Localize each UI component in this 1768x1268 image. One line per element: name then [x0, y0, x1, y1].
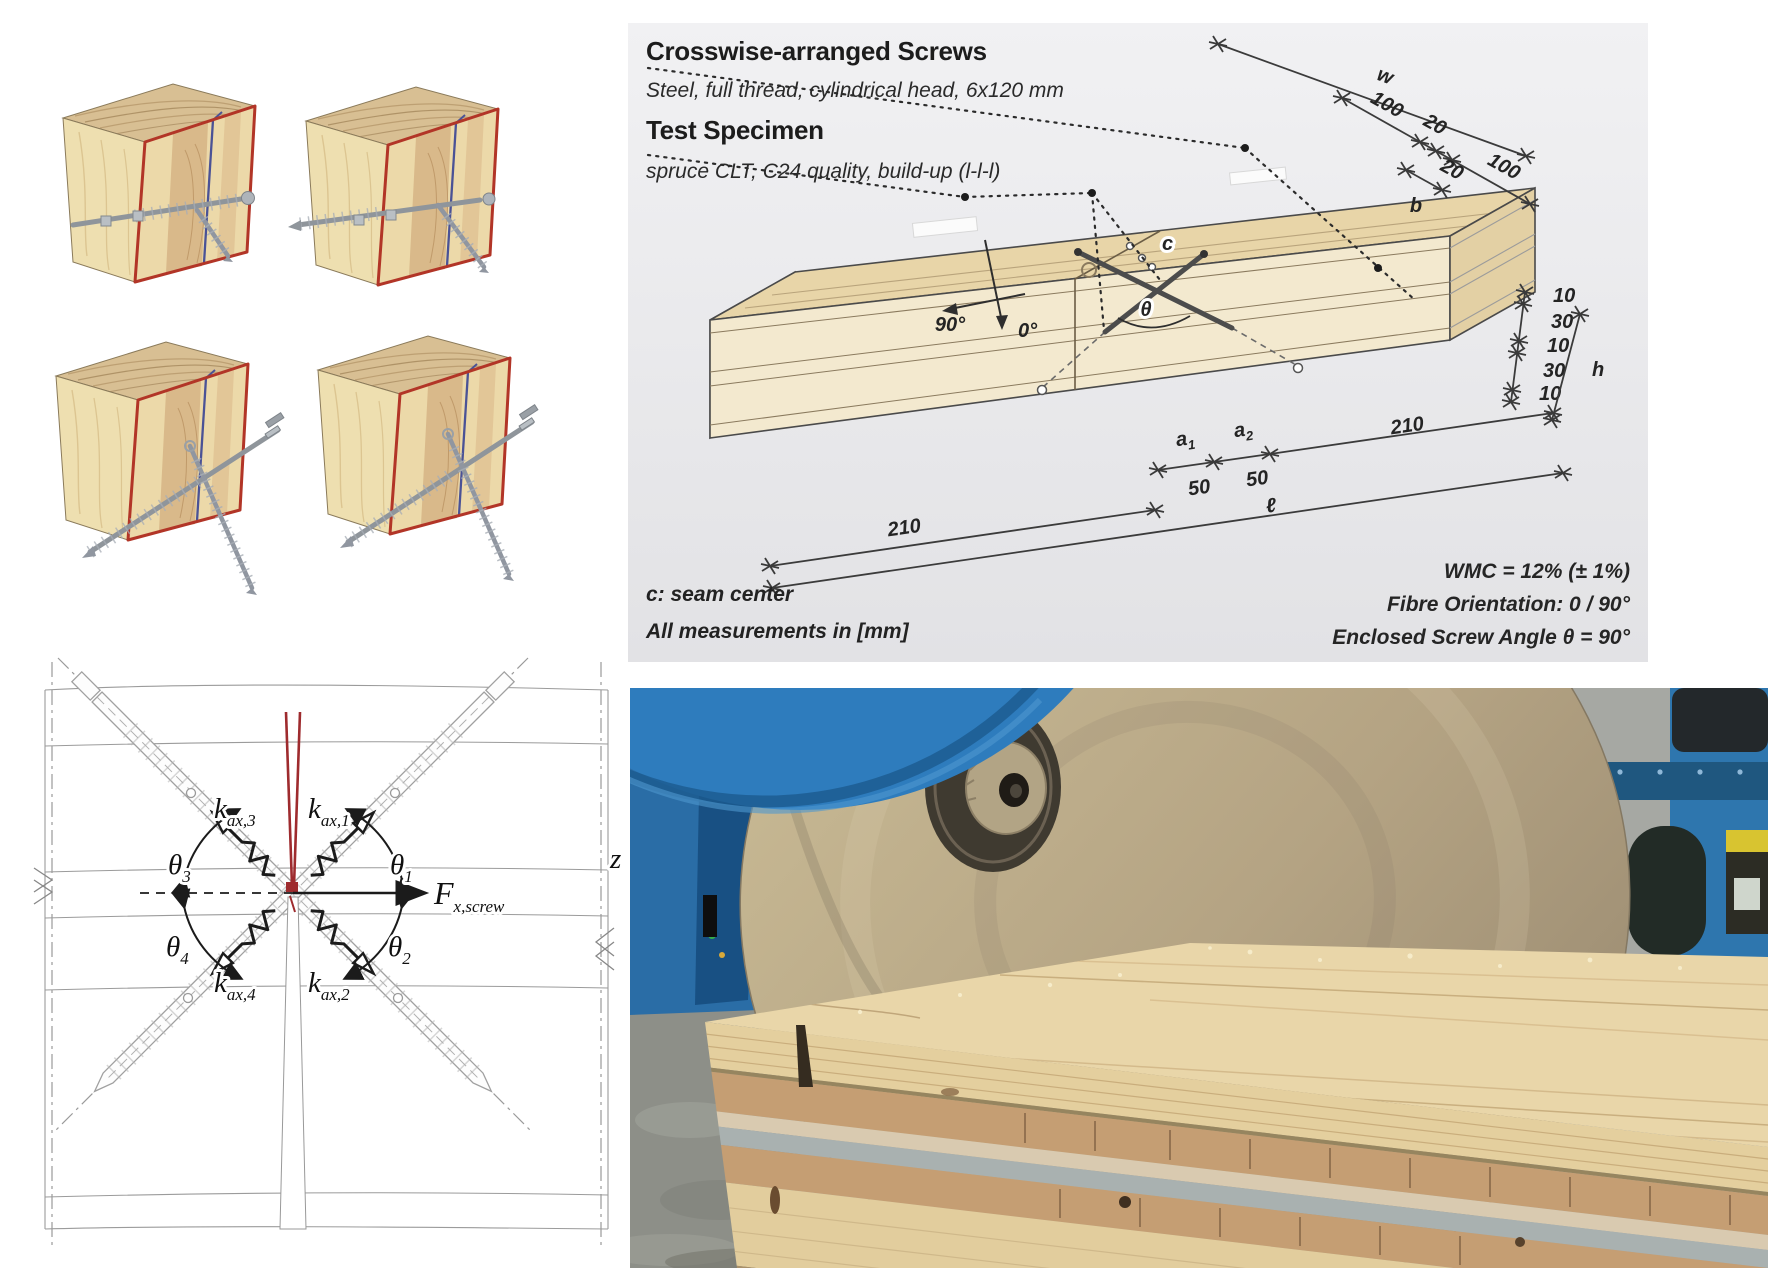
screw-crossed-short-icon: [184, 440, 258, 595]
dim-a1: a1: [1175, 427, 1197, 454]
length-dimensions: a1 a2 50 50 210 210 ℓ: [760, 404, 1573, 597]
label-theta3: θ3: [168, 849, 191, 886]
prop-fibre: Fibre Orientation: 0 / 90°: [1387, 593, 1631, 616]
c-label: c: [1162, 233, 1173, 255]
note-units: All measurements in [mm]: [645, 620, 910, 643]
screw-horizontal-icon: [70, 191, 255, 228]
deg0-label: 0°: [1018, 320, 1038, 342]
label-force: Fx,screw: [433, 875, 505, 916]
panel-test-setup-diagram: θ c 90° 0° Crosswise-arranged Screws Ste…: [628, 23, 1648, 662]
dim-30b: 30: [1543, 360, 1565, 382]
screw-crossed-short-icon: [442, 428, 515, 581]
dim-length: ℓ: [1265, 494, 1279, 517]
panel-specimen-renderings: [54, 82, 539, 595]
note-seam-center: c: seam center: [646, 583, 795, 606]
prop-wmc: WMC = 12% (± 1%): [1444, 560, 1630, 583]
prop-screw-angle: Enclosed Screw Angle θ = 90°: [1332, 626, 1630, 649]
deg90-label: 90°: [935, 314, 966, 336]
leader-lines: [646, 66, 1417, 332]
dim-10a: 10: [1553, 285, 1575, 307]
fibre-orientation-arrows: 90° 0°: [935, 239, 1038, 342]
clt-block-top-left: [61, 82, 257, 284]
specimen-subtitle: spruce CLT, C24 quality, build-up (l-l-l…: [646, 160, 1000, 183]
machine-opening: [1628, 826, 1706, 956]
label-theta1: θ1: [390, 849, 413, 886]
theta-label: θ: [1140, 299, 1151, 321]
clt-layers: [705, 1022, 1768, 1268]
label-k-ax3: kax,3: [214, 793, 256, 830]
dim-30a: 30: [1551, 311, 1573, 333]
dim-10c: 10: [1539, 383, 1561, 405]
specimen-slab: [709, 166, 1536, 440]
dim-a2: a2: [1233, 418, 1255, 445]
dim-10b: 10: [1547, 335, 1569, 357]
layer-dimensions: 10 30 10 30 10 h: [1501, 283, 1604, 429]
crack-marker: [284, 711, 302, 913]
label-z-axis: z: [609, 843, 621, 875]
specimen-title: Test Specimen: [646, 115, 824, 145]
dim-50-right: 50: [1245, 467, 1270, 492]
dim-h: h: [1592, 359, 1604, 381]
clt-slab: [665, 943, 1768, 1268]
clt-block-bottom-right: [316, 334, 539, 581]
dim-210-right: 210: [1388, 413, 1425, 440]
label-sticker: [911, 216, 979, 238]
clt-block-top-right: [288, 85, 500, 287]
break-mark-left: [33, 867, 54, 905]
dim-210-left: 210: [885, 515, 922, 542]
label-k-ax4: kax,4: [214, 967, 256, 1004]
label-theta4: θ4: [166, 931, 189, 968]
angle-arcs: [170, 808, 416, 980]
dim-50-left: 50: [1187, 476, 1212, 501]
screw-horizontal-icon: [288, 192, 496, 231]
screws-title: Crosswise-arranged Screws: [646, 36, 987, 66]
panel-saw-photo: [630, 688, 1768, 1268]
clt-block-bottom-left: [54, 340, 285, 595]
break-mark-right: [594, 927, 615, 971]
seam-gap: [279, 896, 307, 1230]
screws-subtitle: Steel, full thread, cylindrical head, 6x…: [646, 79, 1064, 102]
label-theta2: θ2: [388, 931, 411, 968]
screw-diagonal-icon: [435, 202, 489, 273]
sensor-device: [1726, 830, 1768, 934]
label-k-ax1: kax,1: [308, 793, 350, 830]
saw-kerf: [796, 1025, 813, 1087]
dim-b: b: [1410, 195, 1422, 217]
sawdust: [857, 946, 1682, 1015]
label-k-ax2: kax,2: [308, 967, 350, 1004]
screw-diagonal-icon: [194, 207, 233, 262]
panel-spring-model: kax,3 kax,1 kax,4 kax,2 θ3 θ1 θ4 θ2 Fx,s…: [33, 657, 624, 1250]
label-sticker: [1228, 166, 1288, 186]
blade-guard: [630, 688, 1074, 814]
lamella-lines: [33, 662, 615, 1250]
screw-crossed-long-icon: [340, 404, 539, 548]
screw-crossed-long-icon: [82, 412, 285, 558]
